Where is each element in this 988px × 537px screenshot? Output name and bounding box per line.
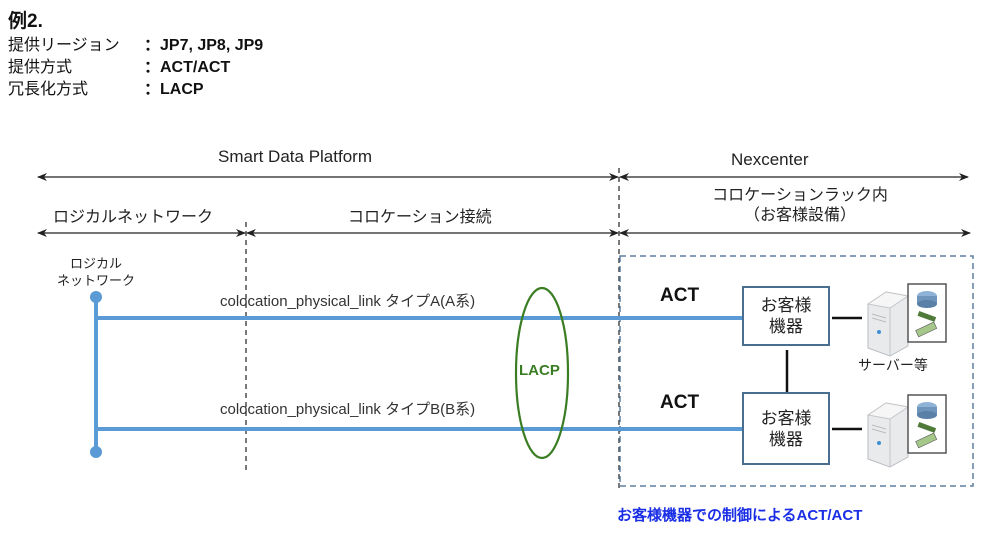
link-b-label: colocation_physical_link タイプB(B系) (220, 401, 476, 418)
span-label-rack-line2: （お客様設備） (743, 207, 856, 224)
logical-network-node-top (90, 291, 102, 303)
span-label-smart-data-platform: Smart Data Platform (218, 147, 372, 166)
span-label-rack-line1: コロケーションラック内 (712, 187, 888, 204)
spec-value: ：ACT/ACT (144, 59, 231, 76)
lacp-ellipse (514, 286, 570, 460)
device-label-line1: お客様 (760, 408, 812, 428)
link-a-label: colocation_physical_link タイプA(A系) (220, 293, 476, 310)
link-a-mode: ACT (660, 285, 700, 306)
customer-rack-boundary (619, 255, 974, 487)
spec-row-redundancy: 冗長化方式 ：LACP (8, 80, 204, 100)
customer-device-a: お客様機器 (742, 286, 830, 346)
device-label-line1: お客様 (760, 296, 812, 315)
lacp-label: LACP (519, 362, 560, 379)
footer-note: お客様機器での制御によるACT/ACT (617, 507, 863, 524)
span-label-nexcenter: Nexcenter (731, 150, 809, 169)
span-label-logical-network: ロジカルネットワーク (53, 209, 214, 226)
spec-value: ：LACP (144, 81, 204, 98)
customer-device-b: お客様機器 (742, 392, 830, 465)
link-b-mode: ACT (660, 392, 700, 413)
logical-network-node-bottom (90, 446, 102, 458)
server-label: サーバー等 (858, 357, 928, 373)
spec-value: ：JP7, JP8, JP9 (144, 37, 264, 54)
node-label-line2: ネットワーク (56, 273, 135, 288)
server-icon (866, 394, 947, 468)
spec-key: 提供リージョン (8, 37, 120, 54)
device-label-line2: 機器 (769, 317, 803, 336)
node-label-line1: ロジカル (69, 256, 122, 271)
span-label-rack: コロケーションラック内 （お客様設備） (650, 186, 950, 226)
example-title: 例2. (8, 11, 43, 32)
span-label-colocation-connection: コロケーション接続 (348, 209, 492, 226)
logical-network-node-label: ロジカル ネットワーク (46, 255, 146, 289)
spec-key: 冗長化方式 (8, 81, 89, 98)
device-label-line2: 機器 (769, 429, 803, 449)
spec-key: 提供方式 (8, 59, 73, 76)
spec-row-method: 提供方式 ：ACT/ACT (8, 58, 230, 78)
server-icon (866, 283, 947, 357)
spec-row-region: 提供リージョン ：JP7, JP8, JP9 (8, 36, 263, 56)
